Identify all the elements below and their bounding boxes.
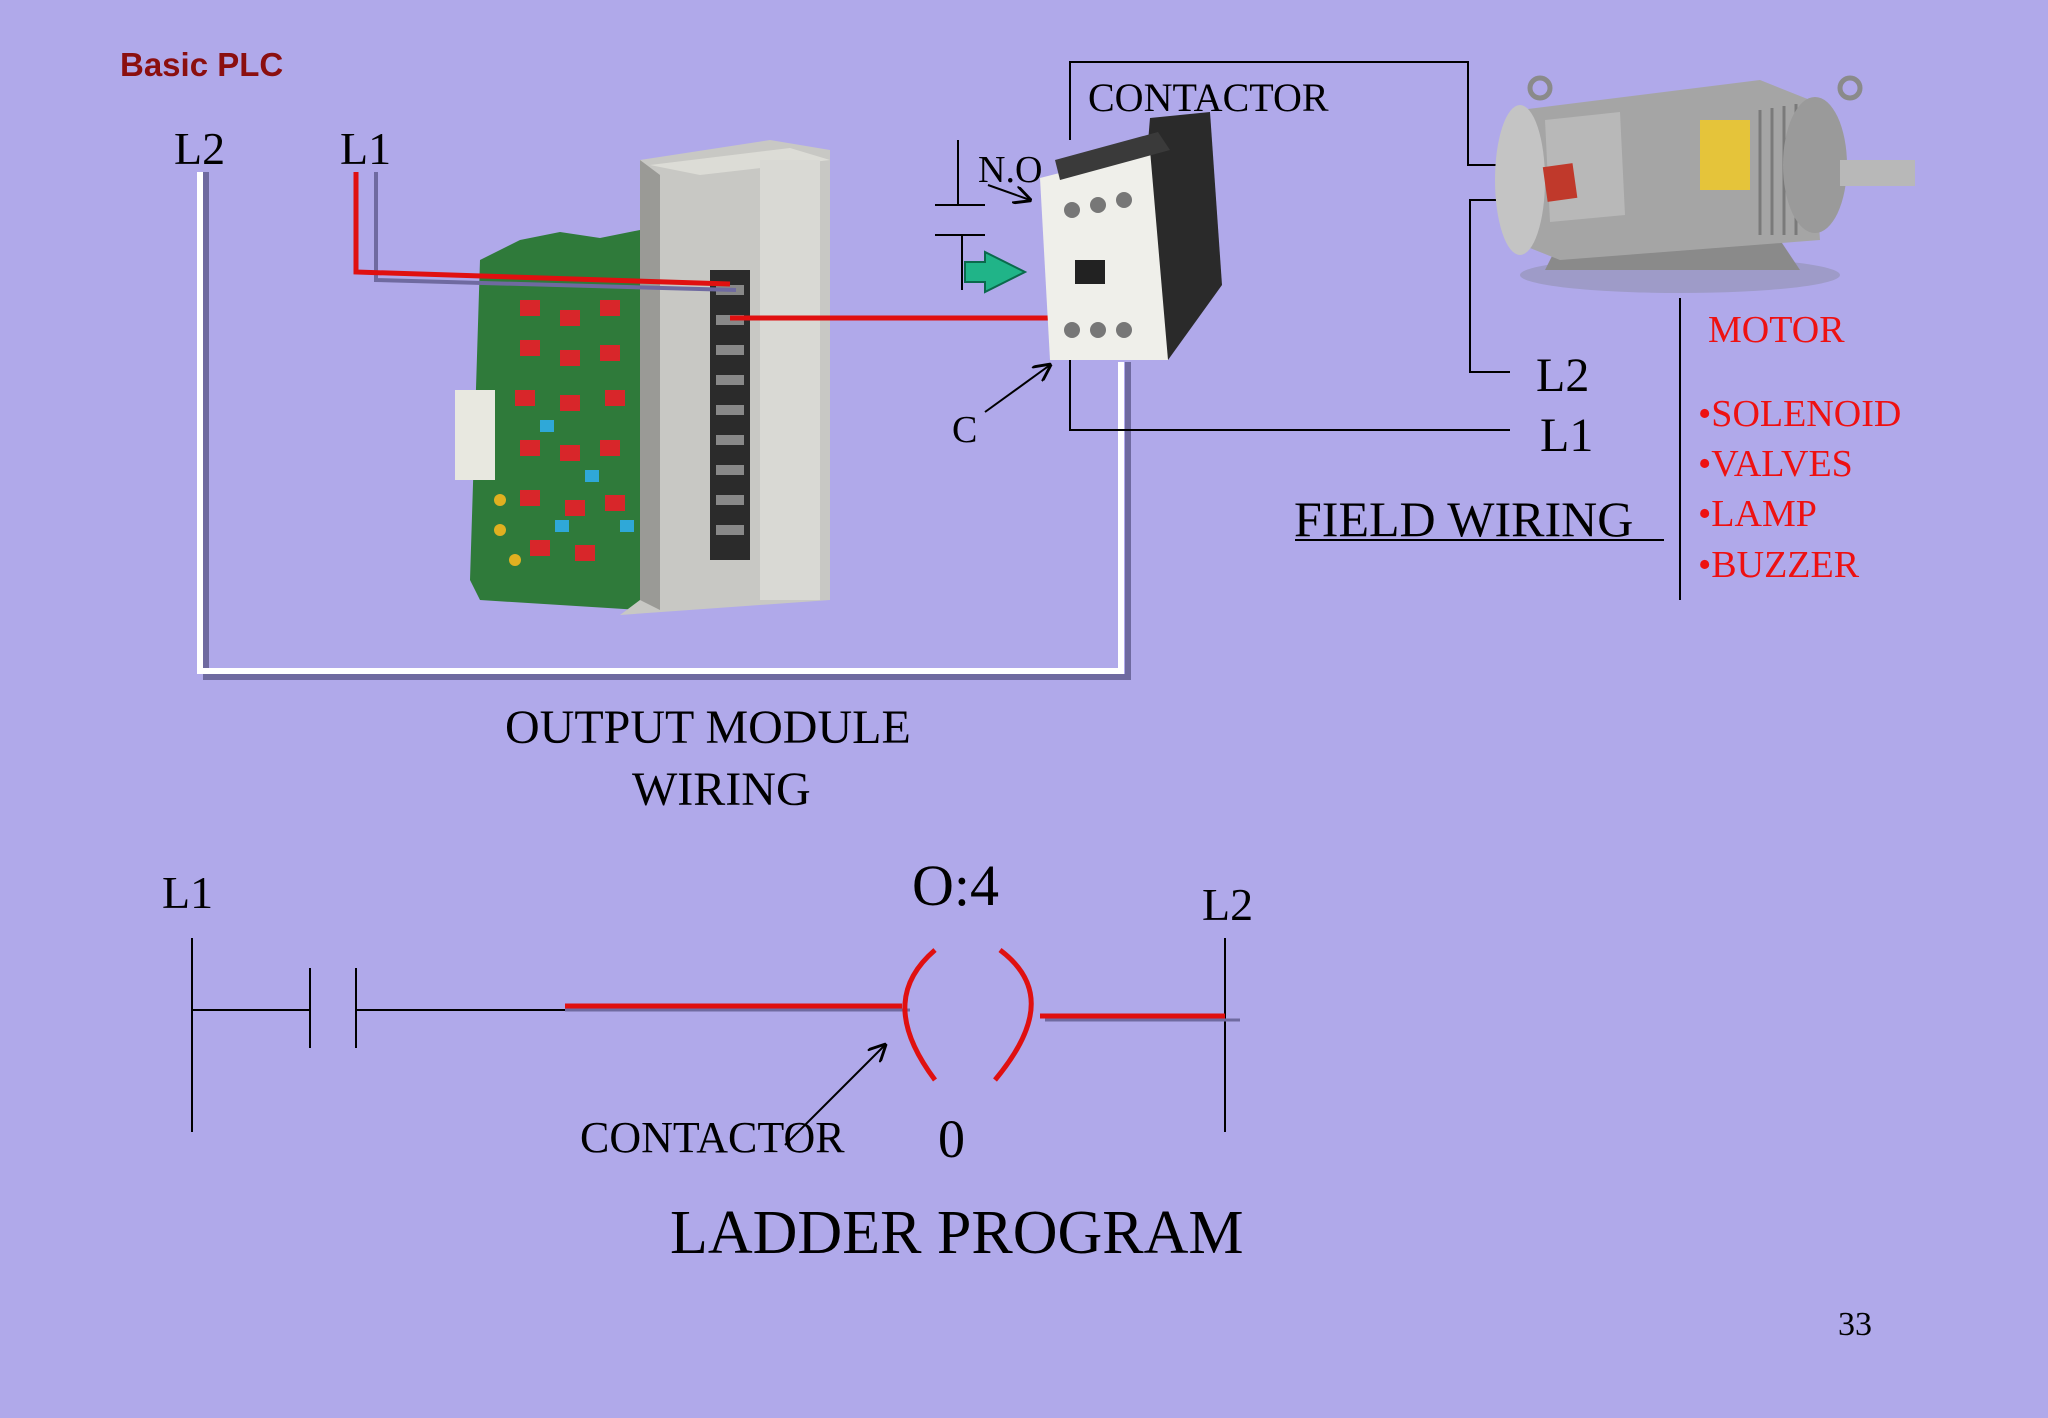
load-item-solenoid: •SOLENOID xyxy=(1698,393,1902,435)
rail-label-l1: L1 xyxy=(340,123,392,174)
rail-label-l2: L2 xyxy=(174,123,226,174)
load-item-valves: •VALVES xyxy=(1698,443,1853,485)
l1-wire-shadow xyxy=(374,172,737,292)
field-wiring-caption: FIELD WIRING xyxy=(1294,491,1634,547)
actuation-arrow-icon xyxy=(964,250,1028,294)
ladder-rail-label-l2: L2 xyxy=(1202,879,1254,930)
load-item-buzzer: •BUZZER xyxy=(1698,544,1860,586)
ladder-rail-label-l1: L1 xyxy=(162,867,214,918)
ladder-contactor-callout: CONTACTOR xyxy=(580,1113,845,1162)
contactor-label: CONTACTOR xyxy=(1088,75,1329,120)
output-module-caption-line2: WIRING xyxy=(632,763,811,816)
output-address-label: O:4 xyxy=(912,853,999,918)
l2-return-wire xyxy=(197,172,1131,680)
motor-label: MOTOR xyxy=(1708,309,1845,351)
output-module-caption-line1: OUTPUT MODULE xyxy=(505,701,911,754)
slide-title: Basic PLC xyxy=(120,46,284,83)
field-label-l2: L2 xyxy=(1536,349,1590,402)
no-label: N.O xyxy=(978,149,1043,191)
no-pointer-arrow xyxy=(987,184,1030,200)
output-bit-label: 0 xyxy=(938,1109,965,1169)
contactor-picture xyxy=(1040,112,1222,360)
no-contact-symbol xyxy=(935,140,985,290)
plc-output-module-picture xyxy=(455,140,830,615)
motor-picture xyxy=(1495,75,1915,293)
ladder-rung xyxy=(191,938,1226,1132)
coil-pointer-arrow xyxy=(984,365,1050,413)
l1-supply-wire xyxy=(353,172,731,287)
load-item-lamp: •LAMP xyxy=(1698,493,1817,535)
coil-right-arc xyxy=(993,948,1034,1082)
page-number: 33 xyxy=(1838,1306,1872,1343)
field-label-l1: L1 xyxy=(1540,409,1594,462)
coil-label: C xyxy=(952,409,978,451)
field-wiring-lines xyxy=(1069,61,1681,600)
coil-left-arc xyxy=(902,948,938,1082)
ladder-program-title: LADDER PROGRAM xyxy=(670,1199,1244,1267)
ladder-callout-arrow xyxy=(784,1045,885,1146)
